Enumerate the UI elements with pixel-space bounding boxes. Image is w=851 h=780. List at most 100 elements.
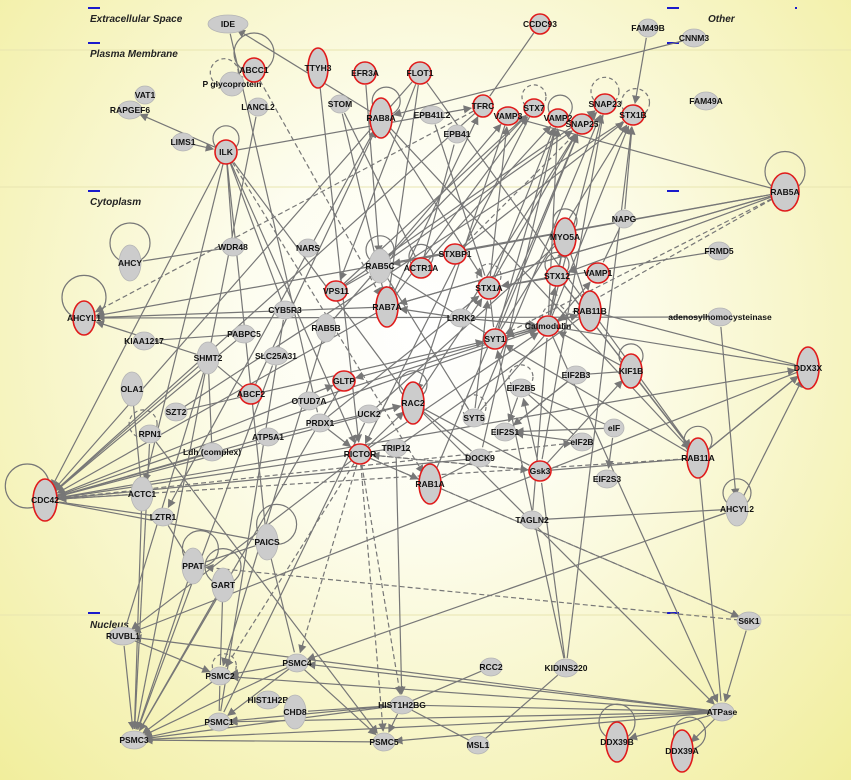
node-nars[interactable]: NARS <box>296 238 320 258</box>
node-stx1a[interactable]: STX1A <box>475 276 503 300</box>
node-tfrc[interactable]: TFRC <box>472 94 495 118</box>
node-kiaa1217[interactable]: KIAA1217 <box>124 331 164 351</box>
node-pgp[interactable]: P glycoprotein <box>203 71 262 97</box>
node-stx1b[interactable]: STX1B <box>619 104 647 126</box>
node-rac2[interactable]: RAC2 <box>401 381 425 425</box>
node-rab11a[interactable]: RAB11A <box>681 437 715 479</box>
node-rpn1[interactable]: RPN1 <box>138 424 162 444</box>
node-ldh[interactable]: Ldh (complex) <box>183 442 241 462</box>
node-ahcyl2[interactable]: AHCYL2 <box>720 491 754 527</box>
node-rapgef6[interactable]: RAPGEF6 <box>110 100 150 120</box>
node-eif2s1[interactable]: EIF2S1 <box>491 422 520 442</box>
node-epb41[interactable]: EPB41 <box>444 124 471 144</box>
node-hist1h2b[interactable]: HIST1H2B <box>247 690 289 710</box>
node-epb41l2[interactable]: EPB41L2 <box>414 105 451 125</box>
node-lims1[interactable]: LIMS1 <box>170 132 196 152</box>
node-kif1b[interactable]: KIF1B <box>619 353 644 389</box>
node-gart[interactable]: GART <box>211 567 236 603</box>
node-chd8[interactable]: CHD8 <box>283 694 307 730</box>
node-fam49b[interactable]: FAM49B <box>631 18 665 38</box>
node-rab1a[interactable]: RAB1A <box>415 463 445 505</box>
node-lrrk2[interactable]: LRRK2 <box>447 308 476 328</box>
node-psmc3[interactable]: PSMC3 <box>119 730 149 750</box>
node-ahcyl1[interactable]: AHCYL1 <box>67 300 101 336</box>
node-ddx3x[interactable]: DDX3X <box>794 346 823 390</box>
node-ide[interactable]: IDE <box>207 14 249 34</box>
node-eif2b5[interactable]: EIF2B5 <box>507 378 536 398</box>
node-ruvbl1[interactable]: RUVBL1 <box>106 626 140 646</box>
node-efr3a[interactable]: EFR3A <box>351 61 379 85</box>
node-ddx39b[interactable]: DDX39B <box>600 721 634 763</box>
node-fam49a[interactable]: FAM49A <box>689 91 723 111</box>
node-syt1[interactable]: SYT1 <box>483 328 507 350</box>
node-eif[interactable]: eIF <box>603 418 625 438</box>
node-ddx39a[interactable]: DDX39A <box>665 729 699 773</box>
node-snap25[interactable]: SNAP25 <box>565 113 599 135</box>
node-napg[interactable]: NAPG <box>612 209 637 229</box>
node-lztr1[interactable]: LZTR1 <box>150 507 177 527</box>
node-trip12[interactable]: TRIP12 <box>382 438 411 458</box>
node-szt2[interactable]: SZT2 <box>164 402 188 422</box>
node-cyb5r3[interactable]: CYB5R3 <box>268 300 302 320</box>
node-kidins220[interactable]: KIDINS220 <box>545 658 588 678</box>
node-rictor[interactable]: RICTOR <box>344 443 376 465</box>
node-vamp3[interactable]: VAMP3 <box>494 106 523 126</box>
node-frmd5[interactable]: FRMD5 <box>704 241 734 261</box>
node-ola1[interactable]: OLA1 <box>120 371 144 407</box>
node-s6k1[interactable]: S6K1 <box>736 611 762 631</box>
node-rab7a[interactable]: RAB7A <box>372 286 402 328</box>
node-vat1[interactable]: VAT1 <box>134 85 156 105</box>
node-eif2b[interactable]: eIF2B <box>570 432 594 452</box>
node-stxbp1[interactable]: STXBP1 <box>438 243 472 265</box>
node-ahcy[interactable]: AHCY <box>118 244 142 282</box>
node-myo5a[interactable]: MYO5A <box>550 217 580 257</box>
node-ttyh3[interactable]: TTYH3 <box>305 47 332 89</box>
node-paics[interactable]: PAICS <box>254 523 280 561</box>
node-ppat[interactable]: PPAT <box>181 547 205 585</box>
node-actc1[interactable]: ACTC1 <box>128 476 157 512</box>
node-stom[interactable]: STOM <box>328 94 352 114</box>
node-syt5[interactable]: SYT5 <box>462 408 486 428</box>
node-uck2[interactable]: UCK2 <box>357 404 381 424</box>
node-msl1[interactable]: MSL1 <box>466 735 490 755</box>
node-rab5c[interactable]: RAB5C <box>365 248 395 284</box>
node-abcc1[interactable]: ABCC1 <box>239 57 269 83</box>
node-rab11b[interactable]: RAB11B <box>573 290 607 332</box>
node-cnnm3[interactable]: CNNM3 <box>679 28 709 48</box>
node-lancl2[interactable]: LANCL2 <box>241 97 275 117</box>
node-pabpc5[interactable]: PABPC5 <box>227 324 261 344</box>
node-hist1h2bg[interactable]: HIST1H2BG <box>378 695 426 715</box>
node-calmodulin[interactable]: Calmodulin <box>525 315 571 337</box>
node-gsk3[interactable]: Gsk3 <box>528 460 552 482</box>
node-psmc2[interactable]: PSMC2 <box>205 666 235 686</box>
node-otud7a[interactable]: OTUD7A <box>292 391 327 411</box>
node-eif2s3[interactable]: EIF2S3 <box>593 469 622 489</box>
node-rab5b[interactable]: RAB5B <box>311 313 341 343</box>
node-snap23[interactable]: SNAP23 <box>588 93 622 115</box>
node-stx7[interactable]: STX7 <box>523 98 545 118</box>
node-cdc42[interactable]: CDC42 <box>31 478 59 522</box>
node-rab8a[interactable]: RAB8A <box>366 97 396 139</box>
node-tagln2[interactable]: TAGLN2 <box>515 510 549 530</box>
node-vps11[interactable]: VPS11 <box>323 280 349 302</box>
node-shmt2[interactable]: SHMT2 <box>194 341 223 375</box>
node-stx12[interactable]: STX12 <box>544 265 570 287</box>
node-rcc2[interactable]: RCC2 <box>479 657 503 677</box>
node-vamp2[interactable]: VAMP2 <box>544 108 573 128</box>
node-ilk[interactable]: ILK <box>214 139 238 165</box>
node-gltp[interactable]: GLTP <box>332 370 356 392</box>
node-abcf2[interactable]: ABCF2 <box>237 383 266 405</box>
node-prdx1[interactable]: PRDX1 <box>306 413 335 433</box>
node-psmc1[interactable]: PSMC1 <box>204 712 234 732</box>
node-flot1[interactable]: FLOT1 <box>407 61 434 85</box>
node-actr1a[interactable]: ACTR1A <box>404 257 438 279</box>
node-atpase[interactable]: ATPase <box>707 702 738 722</box>
node-dock9[interactable]: DOCK9 <box>465 448 495 468</box>
node-psmc4[interactable]: PSMC4 <box>282 653 312 673</box>
node-rab5a[interactable]: RAB5A <box>770 172 800 212</box>
node-psmc5[interactable]: PSMC5 <box>369 732 399 752</box>
node-ccdc93[interactable]: CCDC93 <box>523 13 557 35</box>
node-adenosyl[interactable]: adenosylhomocysteinase <box>668 307 772 327</box>
node-atp5a1[interactable]: ATP5A1 <box>252 427 284 447</box>
node-wdr48[interactable]: WDR48 <box>218 237 248 257</box>
